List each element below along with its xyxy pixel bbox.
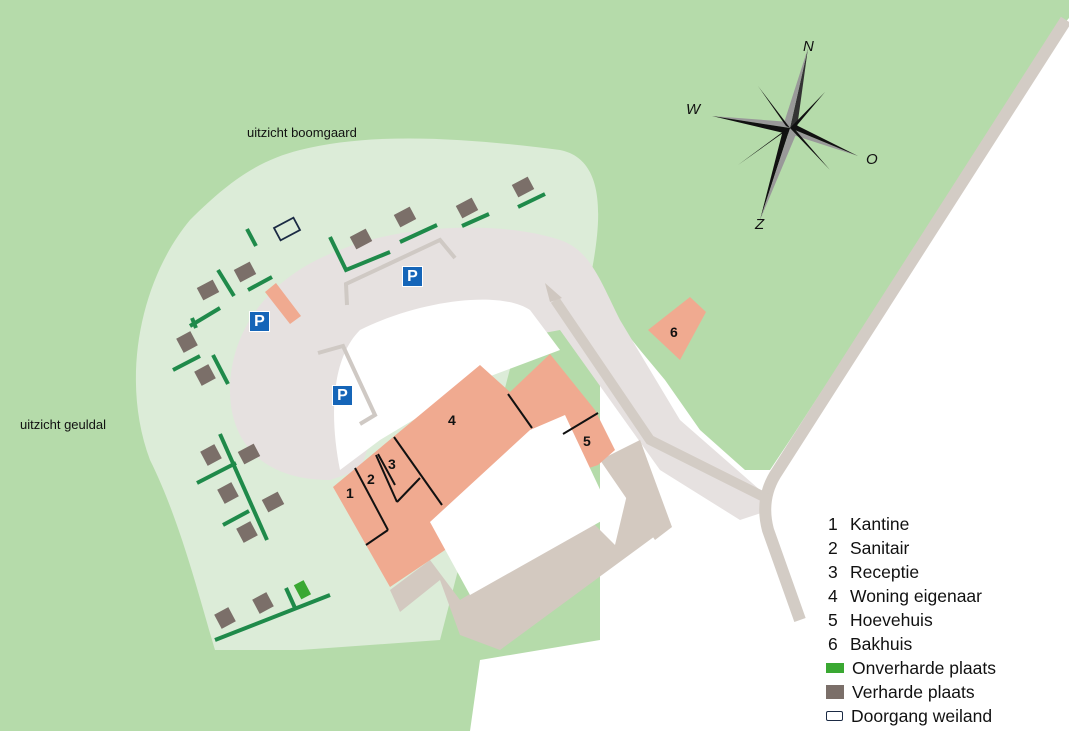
shed — [600, 440, 672, 540]
legend-label: Hoevehuis — [850, 610, 933, 630]
legend-label: Verharde plaats — [852, 682, 975, 702]
legend-item: Verharde plaats — [826, 680, 996, 704]
legend-label: Woning eigenaar — [850, 586, 982, 606]
legend-item: Doorgang weiland — [826, 704, 996, 728]
parking-sign-icon: P — [402, 266, 423, 287]
legend-label: Receptie — [850, 562, 920, 582]
farm-lane[interactable] — [550, 297, 773, 505]
building-number-4: 4 — [448, 412, 456, 428]
legend-key: 5 — [828, 610, 838, 630]
legend-key: 6 — [828, 634, 838, 654]
open-area — [334, 299, 560, 470]
legend-item: 5 Hoevehuis — [828, 608, 996, 632]
arrow-icon — [545, 283, 562, 302]
room-dividers — [354, 393, 599, 546]
farm-building[interactable] — [333, 354, 615, 587]
courtyard — [430, 415, 612, 595]
paved-swatch-icon — [826, 685, 844, 699]
legend-key: 3 — [828, 562, 838, 582]
legend-key: 2 — [828, 538, 838, 558]
building-number-1: 1 — [346, 485, 354, 501]
unpaved-pitch — [293, 580, 312, 600]
legend-key: 1 — [828, 514, 838, 534]
passage-swatch-icon — [826, 711, 843, 721]
legend-label: Onverharde plaats — [852, 658, 996, 678]
building-number-3: 3 — [388, 456, 396, 472]
compass-west: W — [686, 101, 701, 118]
compass-south: Z — [755, 216, 765, 233]
legend-item: 6 Bakhuis — [828, 632, 996, 656]
legend-key: 4 — [828, 586, 838, 606]
building-number-5: 5 — [583, 433, 591, 449]
compass-east: O — [866, 151, 878, 168]
west-view-label: uitzicht geuldal — [20, 417, 106, 432]
compass-north: N — [803, 38, 814, 55]
parking-outlines — [317, 237, 457, 426]
legend: 1 Kantine 2 Sanitair 3 Receptie 4 Woning eig… — [826, 512, 996, 728]
compass-rose-icon — [712, 48, 858, 220]
building-number-6: 6 — [670, 324, 678, 340]
legend-label: Doorgang weiland — [851, 706, 993, 726]
small-building — [265, 283, 301, 324]
legend-item: 3 Receptie — [828, 560, 996, 584]
building-number-2: 2 — [367, 471, 375, 487]
legend-label: Kantine — [850, 514, 910, 534]
parking-sign-icon: P — [332, 385, 353, 406]
pasture-passage — [272, 216, 302, 242]
parking-sign-icon: P — [249, 311, 270, 332]
legend-item: 2 Sanitair — [828, 536, 996, 560]
paved-pitches — [176, 176, 535, 629]
legend-item: Onverharde plaats — [826, 656, 996, 680]
legend-item: 4 Woning eigenaar — [828, 584, 996, 608]
legend-label: Sanitair — [850, 538, 910, 558]
bakhuis-building[interactable] — [648, 297, 706, 360]
north-view-label: uitzicht boomgaard — [247, 125, 357, 140]
legend-item: 1 Kantine — [828, 512, 996, 536]
hedges — [172, 192, 546, 642]
legend-label: Bakhuis — [850, 634, 913, 654]
unpaved-swatch-icon — [826, 663, 844, 673]
